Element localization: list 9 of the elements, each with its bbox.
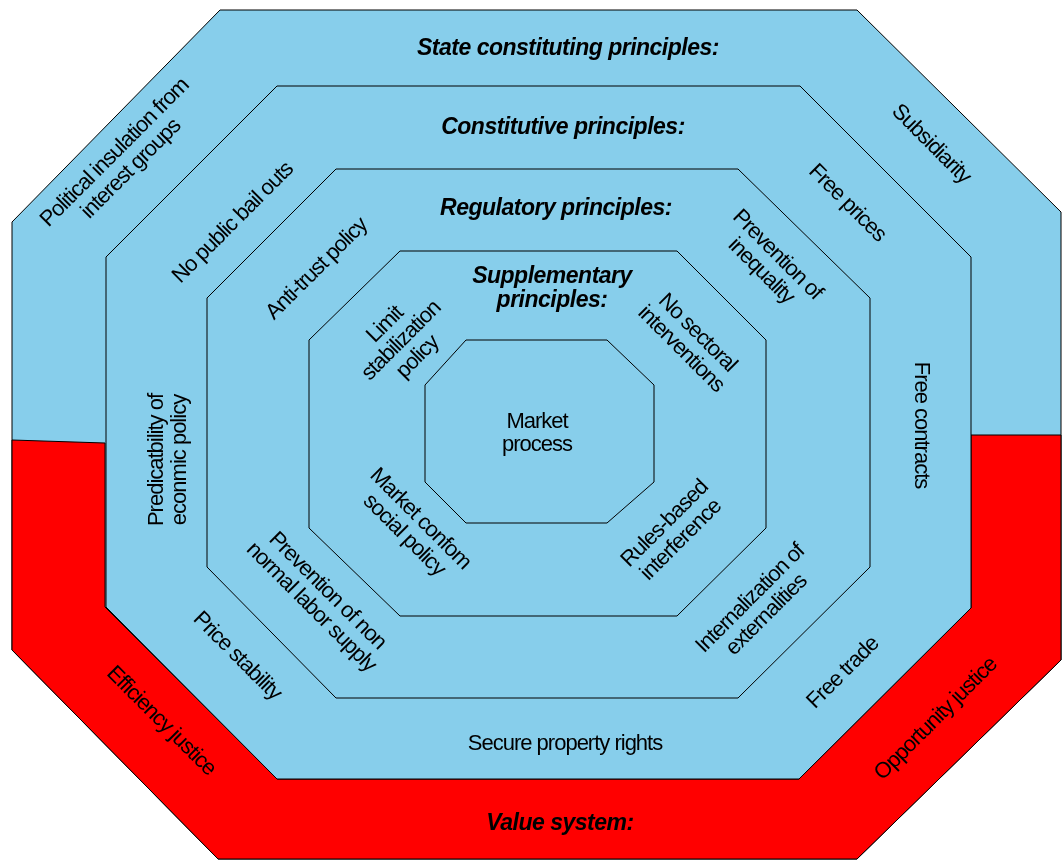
principle-label: Market process: [500, 408, 574, 456]
principle-label: Free contracts: [910, 360, 934, 491]
section-heading: State constituting principles:: [416, 34, 720, 60]
section-heading: Value system:: [485, 809, 635, 835]
section-heading: Regulatory principles:: [439, 194, 673, 220]
principle-label: Secure property rights: [466, 731, 664, 755]
principle-label: Predicatbility of econmic policy: [143, 392, 191, 529]
principle-label: Free trade: [800, 630, 884, 714]
section-heading: Constitutive principles:: [440, 113, 686, 139]
